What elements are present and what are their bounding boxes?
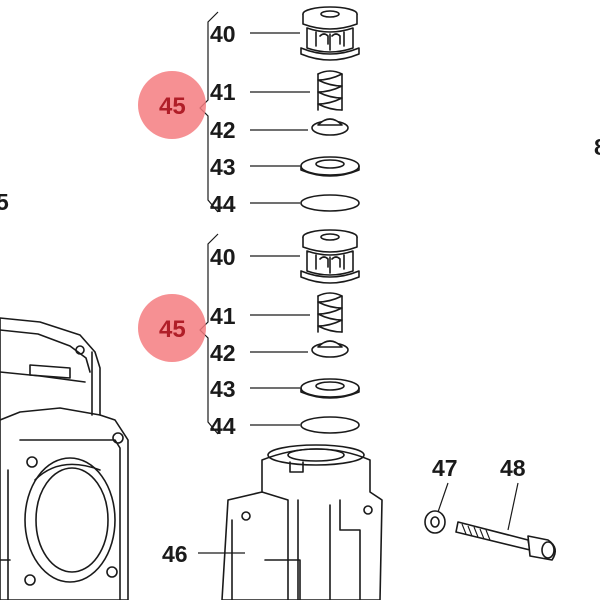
upper-spring	[250, 70, 343, 111]
upper-valve-disc	[250, 118, 349, 136]
part-number-43-lower: 43	[210, 376, 236, 402]
part-number-42-lower: 42	[210, 340, 236, 366]
upper-o-ring	[250, 194, 360, 212]
part-number-42-upper: 42	[210, 117, 236, 143]
pump-body-left	[0, 317, 129, 600]
valve-housing	[198, 444, 383, 600]
lower-valve-cage	[250, 229, 360, 284]
part-number-40-lower: 40	[210, 244, 236, 270]
part-number-46: 46	[162, 541, 188, 567]
part-number-44-upper: 44	[210, 191, 236, 217]
bolt	[455, 482, 556, 561]
washer	[424, 482, 449, 534]
upper-valve-cage	[250, 6, 360, 61]
lower-valve-disc	[250, 340, 349, 358]
upper-valve-seat	[250, 156, 360, 177]
group-label-45-lower: 45	[159, 316, 186, 343]
part-number-43-upper: 43	[210, 154, 236, 180]
part-number-partial-right: 8	[594, 134, 600, 160]
part-number-41-lower: 41	[210, 303, 236, 329]
part-number-44-lower: 44	[210, 413, 236, 439]
part-number-48: 48	[500, 455, 526, 481]
lower-valve-seat	[250, 378, 360, 399]
group-label-45-upper: 45	[159, 93, 186, 120]
highlight-circle-lower	[138, 294, 206, 362]
part-number-47: 47	[432, 455, 458, 481]
lower-spring	[250, 292, 343, 333]
part-number-41-upper: 41	[210, 79, 236, 105]
highlight-circle-upper	[138, 71, 206, 139]
part-number-partial-left: 5	[0, 189, 9, 215]
lower-o-ring	[250, 416, 360, 434]
part-number-40-upper: 40	[210, 21, 236, 47]
